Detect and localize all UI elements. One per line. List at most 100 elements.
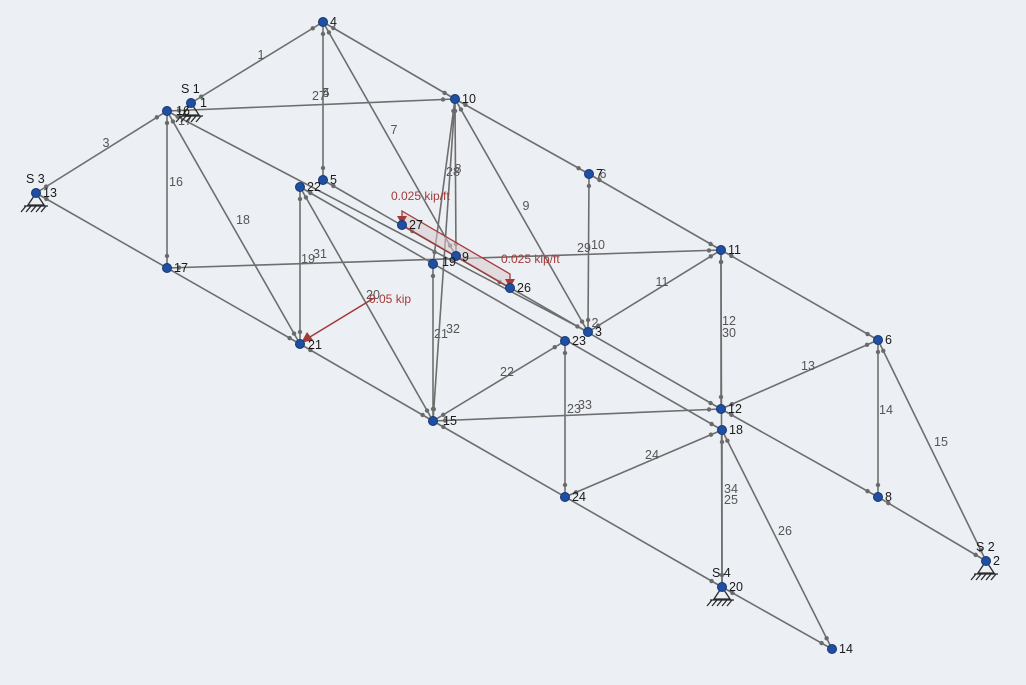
member-end-marker [708, 432, 714, 437]
node-27[interactable] [397, 220, 407, 230]
member-26[interactable] [721, 429, 833, 650]
node-2[interactable] [981, 556, 991, 566]
member-end-marker [708, 241, 713, 247]
node-20[interactable] [717, 582, 727, 592]
support-2[interactable]: S 2 [970, 540, 998, 581]
member-end-marker [44, 196, 49, 202]
member-20-14[interactable] [721, 586, 833, 650]
member-10[interactable] [588, 173, 722, 251]
ground-hatch [726, 599, 733, 607]
member-end-marker [886, 500, 891, 506]
node-22[interactable] [295, 182, 305, 192]
node-label: 21 [308, 338, 322, 352]
support-20[interactable]: S 4 [706, 566, 734, 607]
point-load-arrow[interactable] [304, 297, 375, 341]
node-label: 20 [729, 580, 743, 594]
member-3[interactable] [35, 110, 168, 194]
member-15-20[interactable] [432, 420, 723, 588]
member-22[interactable] [432, 340, 566, 422]
node-label: 26 [517, 281, 531, 295]
node-26[interactable] [505, 283, 515, 293]
node-13[interactable] [31, 188, 41, 198]
members-layer: 1379111314151618192021222324252627282930… [35, 21, 987, 650]
member-1[interactable] [190, 21, 324, 104]
member-12[interactable] [322, 179, 722, 410]
node-3[interactable] [583, 327, 593, 337]
member-end-marker [331, 183, 336, 189]
member-end-marker [310, 26, 315, 31]
member-label: 26 [778, 524, 792, 538]
node-4[interactable] [318, 17, 328, 27]
node-18[interactable] [717, 425, 727, 435]
member-24[interactable] [564, 429, 723, 498]
support-label: S 4 [712, 566, 731, 580]
node-6[interactable] [873, 335, 883, 345]
member-end-marker [706, 407, 712, 412]
member-end-marker [562, 350, 568, 356]
member-21-15[interactable] [299, 343, 434, 422]
member-2[interactable] [166, 110, 589, 333]
member-end-marker [452, 108, 458, 114]
member-4[interactable] [322, 21, 456, 100]
support-label: S 2 [976, 540, 995, 554]
node-9[interactable] [451, 251, 461, 261]
member-8-2[interactable] [877, 496, 987, 562]
node-label: 2 [993, 554, 1000, 568]
node-5[interactable] [318, 175, 328, 185]
member-label: 19 [301, 252, 315, 266]
member-11[interactable] [587, 249, 722, 333]
pin-support-icon [712, 586, 732, 600]
member-34[interactable] [720, 249, 723, 588]
member-20[interactable] [299, 186, 434, 422]
node-14[interactable] [827, 644, 837, 654]
member-end-marker [708, 254, 713, 259]
node-7[interactable] [584, 169, 594, 179]
member-18[interactable] [166, 110, 301, 345]
member-end-marker [308, 347, 313, 353]
member-29[interactable] [587, 173, 590, 333]
member-33[interactable] [432, 408, 722, 422]
member-6[interactable] [454, 98, 590, 175]
support-1[interactable]: S 1 [175, 82, 203, 123]
member-13[interactable] [720, 339, 879, 410]
member-end-marker [552, 345, 557, 350]
member-label: 25 [724, 493, 738, 507]
support-13[interactable]: S 3 [20, 172, 48, 213]
node-11[interactable] [716, 245, 726, 255]
node-16[interactable] [162, 106, 172, 116]
node-1[interactable] [186, 98, 196, 108]
member-15[interactable] [877, 339, 987, 562]
member-32[interactable] [432, 98, 456, 422]
member-17[interactable] [720, 249, 879, 341]
member-27[interactable] [166, 98, 456, 112]
node-17[interactable] [162, 263, 172, 273]
member-end-marker [441, 424, 446, 430]
member-end-marker [442, 418, 448, 423]
member-end-marker [164, 253, 170, 259]
nodes-layer: 1234567891011121314151617181920212223242… [31, 15, 1000, 656]
member-end-marker [430, 273, 436, 279]
member-12-8[interactable] [720, 408, 879, 498]
node-19[interactable] [428, 259, 438, 269]
node-21[interactable] [295, 339, 305, 349]
node-8[interactable] [873, 492, 883, 502]
member-9[interactable] [454, 98, 589, 333]
member-end-marker [730, 590, 735, 596]
member-end-marker [308, 190, 313, 196]
member-end-marker [562, 482, 568, 488]
node-24[interactable] [560, 492, 570, 502]
node-label: 12 [728, 402, 742, 416]
node-10[interactable] [450, 94, 460, 104]
member-7[interactable] [322, 21, 457, 257]
member-8[interactable] [454, 98, 457, 257]
ground-hatch [30, 205, 37, 213]
node-23[interactable] [560, 336, 570, 346]
node-label: 3 [595, 325, 602, 339]
member-end-marker [864, 342, 870, 348]
point-load-label: 0.05 kip [369, 292, 411, 306]
member-22-18[interactable] [299, 186, 723, 431]
node-label: 15 [443, 414, 457, 428]
ground-hatch [195, 115, 202, 123]
node-15[interactable] [428, 416, 438, 426]
node-12[interactable] [716, 404, 726, 414]
